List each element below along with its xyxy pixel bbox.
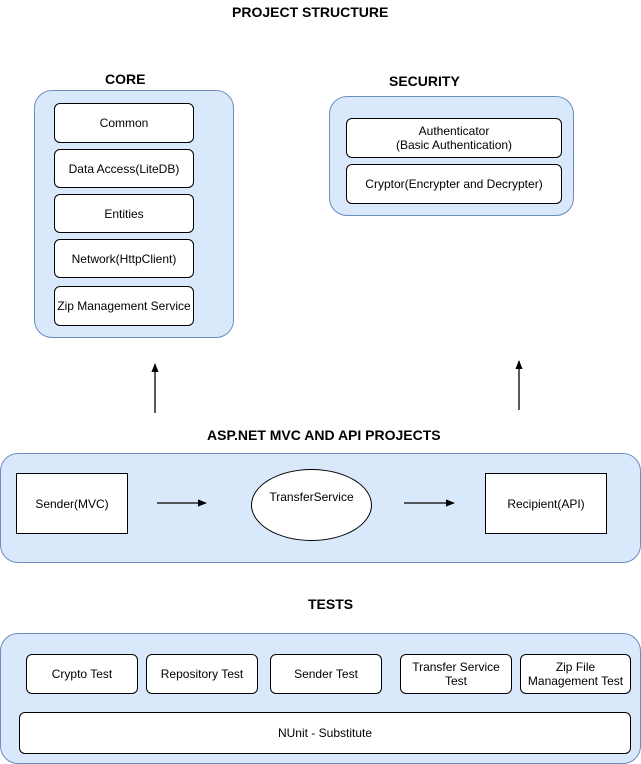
transfer-service-node: TransferService <box>251 469 372 541</box>
core-entities: Entities <box>54 194 194 233</box>
diagram-title: PROJECT STRUCTURE <box>232 4 389 20</box>
core-data-access: Data Access(LiteDB) <box>54 149 194 188</box>
core-title: CORE <box>105 71 146 87</box>
tests-title: TESTS <box>308 596 354 612</box>
nunit-substitute: NUnit - Substitute <box>19 712 631 754</box>
security-title: SECURITY <box>389 73 460 89</box>
core-network: Network(HttpClient) <box>54 239 194 278</box>
test-transfer-service: Transfer Service Test <box>400 654 512 694</box>
security-cryptor: Cryptor(Encrypter and Decrypter) <box>346 164 562 204</box>
core-common: Common <box>54 103 194 143</box>
test-repository: Repository Test <box>146 654 258 694</box>
test-sender: Sender Test <box>270 654 382 694</box>
test-zip-file-management: Zip File Management Test <box>520 654 631 694</box>
security-authenticator: Authenticator (Basic Authentication) <box>346 118 562 158</box>
recipient-node: Recipient(API) <box>485 473 607 534</box>
test-crypto: Crypto Test <box>26 654 138 694</box>
core-zip-management: Zip Management Service <box>54 286 194 326</box>
projects-title: ASP.NET MVC AND API PROJECTS <box>207 427 441 443</box>
sender-node: Sender(MVC) <box>16 473 128 534</box>
